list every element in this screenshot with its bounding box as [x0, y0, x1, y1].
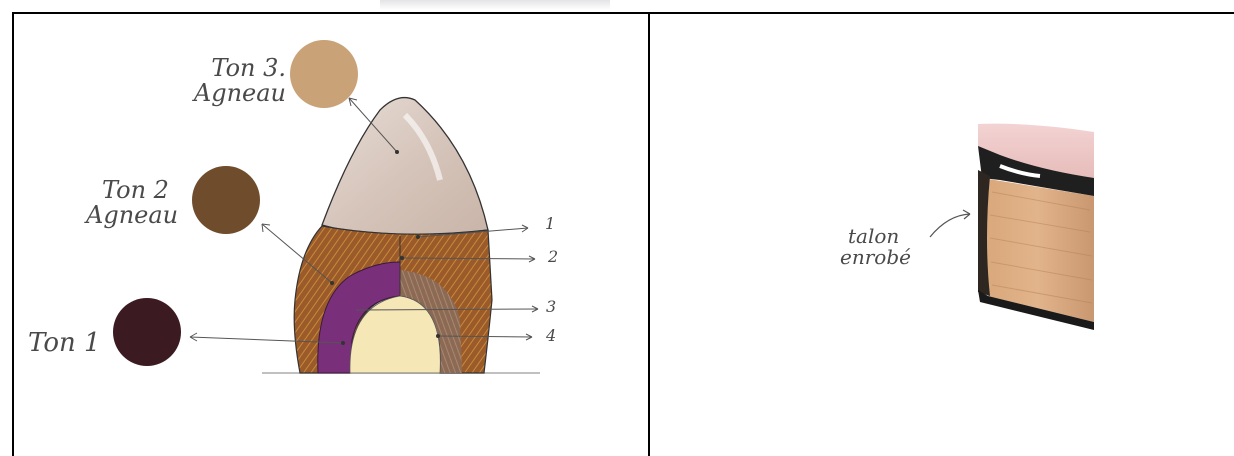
label-arrow — [930, 214, 970, 237]
heel-label-line2: enrobé — [840, 247, 911, 268]
heel-label-line1: talon — [848, 226, 911, 247]
heel-label: talon enrobé — [840, 226, 911, 268]
